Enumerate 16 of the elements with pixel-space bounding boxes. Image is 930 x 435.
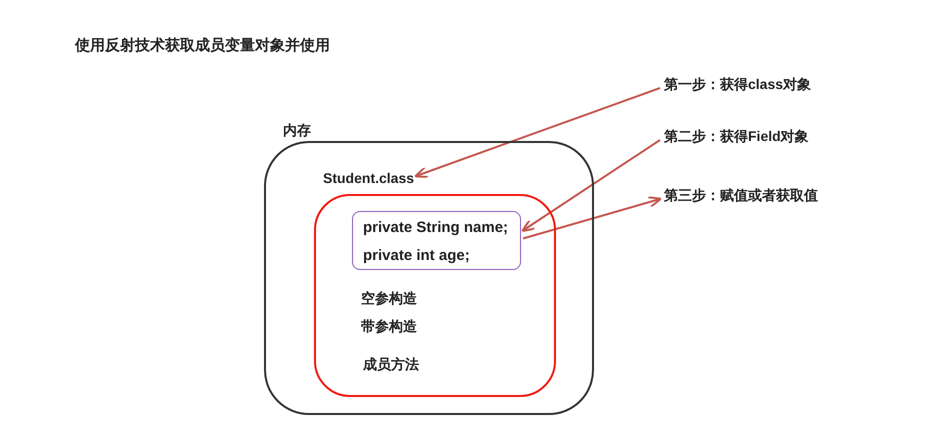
- field-text: private String name;: [363, 219, 508, 236]
- box-heading: 内存: [283, 122, 311, 140]
- member-text: 成员方法: [363, 356, 419, 374]
- step-label: 第一步：获得class对象: [664, 76, 812, 94]
- field-text: private int age;: [363, 247, 470, 264]
- arrow: [414, 87, 660, 178]
- member-text: 带参构造: [361, 318, 417, 336]
- class-box: [314, 194, 556, 397]
- arrow: [521, 139, 661, 232]
- arrow: [522, 196, 662, 240]
- class-label: Student.class: [323, 170, 414, 186]
- member-text: 空参构造: [361, 290, 417, 308]
- step-label: 第三步：赋值或者获取值: [664, 187, 818, 205]
- field-box: [352, 211, 521, 270]
- step-label: 第二步：获得Field对象: [664, 128, 809, 146]
- title: 使用反射技术获取成员变量对象并使用: [75, 36, 330, 55]
